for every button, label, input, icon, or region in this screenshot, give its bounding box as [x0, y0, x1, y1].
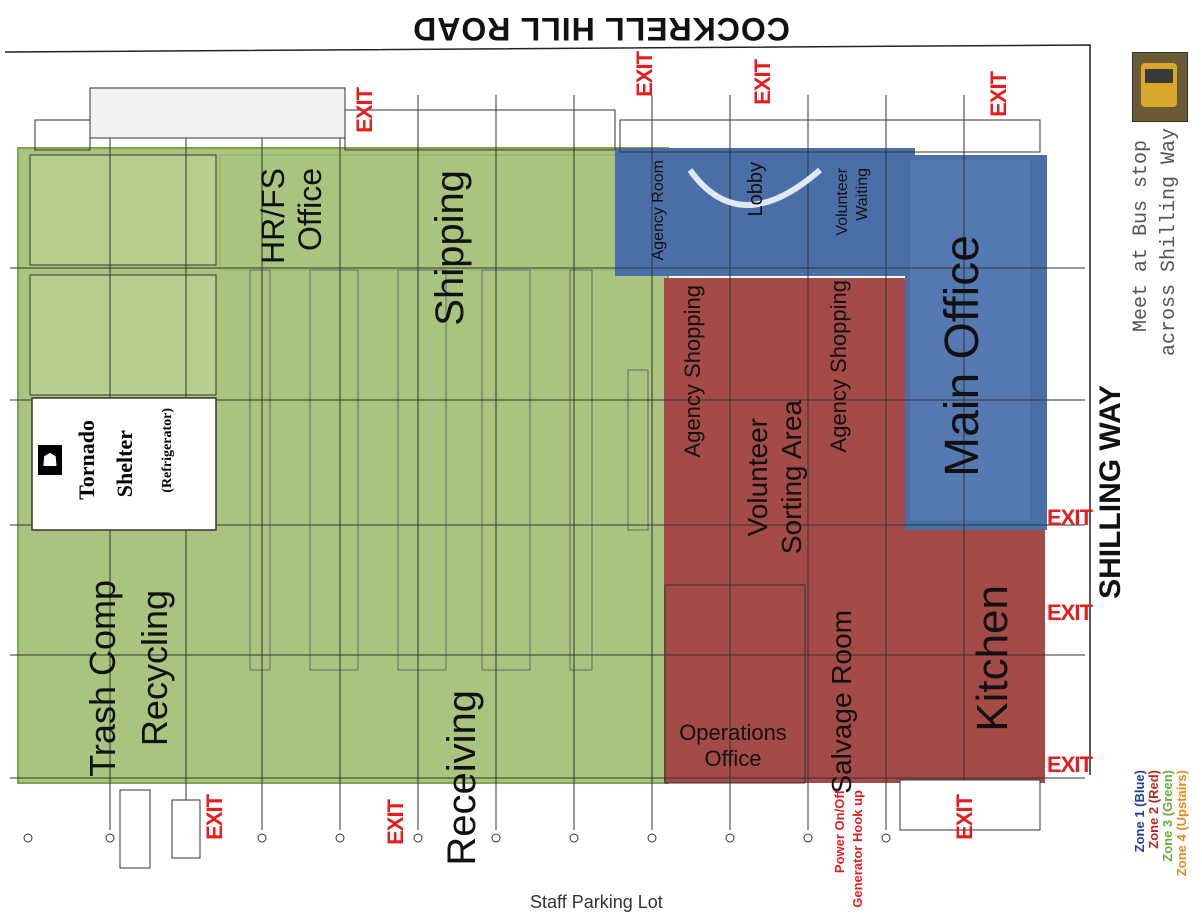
exit-top-3: EXIT — [750, 60, 775, 105]
room-salvage: Salvage Room — [826, 610, 857, 794]
room-hr-office-line1: HR/FS — [255, 168, 291, 264]
tornado-line2: Shelter — [112, 430, 137, 498]
room-recycling: Recycling — [134, 590, 175, 747]
power-label: Power On/Off — [832, 790, 847, 874]
legend-zone-4: Zone 4 (Upstairs) — [1174, 770, 1189, 877]
legend-zone-2: Zone 2 (Red) — [1146, 770, 1161, 849]
exit-bottom-1: EXIT — [202, 795, 227, 840]
road-label-right: SHILLING WAY — [1094, 385, 1127, 599]
exit-right-3: EXIT — [1047, 752, 1093, 777]
exit-bottom-3: EXIT — [952, 795, 977, 840]
room-lobby: Lobby — [745, 162, 767, 217]
lobby-desk — [687, 167, 822, 208]
dock-area — [34, 87, 1041, 153]
parking-label: Staff Parking Lot — [530, 892, 663, 912]
meet-line2: across Shilling Way — [1158, 128, 1181, 357]
room-shipping: Shipping — [428, 170, 472, 326]
exit-top-1: EXIT — [352, 88, 377, 133]
room-agency-shopping-right: Agency Shopping — [826, 280, 851, 453]
room-volunteer-waiting-line2: Waiting — [854, 168, 871, 221]
room-agency-room: Agency Room — [650, 160, 667, 261]
generator-label: Generator Hook up — [850, 790, 865, 908]
room-kitchen: Kitchen — [968, 585, 1017, 732]
room-volunteer-waiting-line1: Volunteer — [834, 168, 851, 236]
warehouse-racks — [249, 269, 649, 671]
room-receiving: Receiving — [440, 690, 484, 866]
exit-bottom-2: EXIT — [383, 800, 408, 845]
zone-green — [17, 147, 669, 784]
room-operations-line2: Office — [704, 746, 762, 771]
room-trash-comp: Trash Comp — [82, 580, 123, 777]
exit-top-4: EXIT — [986, 72, 1011, 117]
exit-top-2: EXIT — [632, 52, 657, 97]
stairs — [119, 779, 1041, 869]
room-volunteer-sorting-line2: Sorting Area — [776, 400, 807, 555]
exit-right-1: EXIT — [1047, 505, 1093, 530]
meet-line1: Meet at Bus stop — [1130, 140, 1153, 333]
legend-zone-3: Zone 3 (Green) — [1160, 770, 1175, 862]
bus-icon — [1132, 52, 1188, 122]
zone-red — [664, 278, 1045, 784]
lot-border — [4, 44, 1091, 775]
zone-blue — [615, 148, 1047, 530]
room-hr-office-line2: Office — [292, 168, 328, 251]
room-agency-shopping-left: Agency Shopping — [680, 285, 705, 458]
room-volunteer-sorting-line1: Volunteer — [742, 418, 773, 537]
shelter-icon: ☗ — [38, 445, 62, 475]
legend-zone-1: Zone 1 (Blue) — [1132, 770, 1147, 853]
room-operations-office: Operations Office — [668, 720, 798, 772]
tornado-shelter-box — [31, 397, 217, 531]
room-operations-line1: Operations — [679, 720, 787, 745]
room-main-office: Main Office — [936, 235, 989, 477]
zone-legend: Zone 1 (Blue) Zone 2 (Red) Zone 3 (Green… — [1128, 770, 1198, 910]
exit-right-2: EXIT — [1047, 600, 1093, 625]
tornado-line3: (Refrigerator) — [160, 408, 175, 493]
tornado-line1: Tornado — [74, 420, 99, 500]
